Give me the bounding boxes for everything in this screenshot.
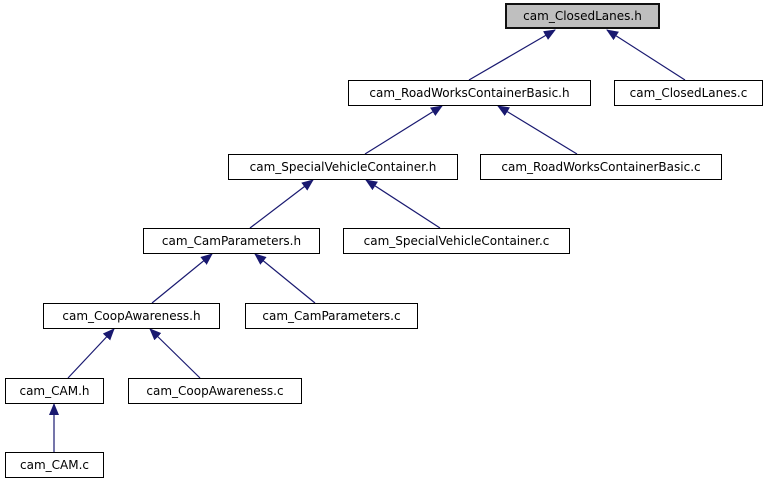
node-cam-specialvehiclecontainer-c[interactable]: cam_SpecialVehicleContainer.c: [343, 228, 570, 254]
node-cam-cam-h[interactable]: cam_CAM.h: [5, 378, 104, 404]
node-cam-coopawareness-c[interactable]: cam_CoopAwareness.c: [128, 378, 302, 404]
node-cam-roadworkscontainerbasic-h[interactable]: cam_RoadWorksContainerBasic.h: [348, 80, 591, 106]
node-cam-closedlanes-h[interactable]: cam_ClosedLanes.h: [505, 3, 660, 29]
edge-cam-coopawareness-c-to-cam-coopawareness-h: [149, 328, 201, 379]
edge-cam-roadworkscontainerbasic-h-to-cam-closedlanes-h: [468, 29, 556, 81]
edge-cam-specialvehiclecontainer-c-to-cam-specialvehiclecontainer-h: [365, 179, 441, 229]
edge-cam-specialvehiclecontainer-h-to-cam-roadworkscontainerbasic-h: [364, 105, 443, 155]
node-cam-coopawareness-h[interactable]: cam_CoopAwareness.h: [43, 303, 220, 329]
edge-cam-camparameters-h-to-cam-specialvehiclecontainer-h: [249, 179, 314, 229]
node-cam-camparameters-c[interactable]: cam_CamParameters.c: [245, 303, 418, 329]
node-cam-closedlanes-c[interactable]: cam_ClosedLanes.c: [614, 80, 763, 106]
edge-cam-coopawareness-h-to-cam-camparameters-h: [151, 253, 213, 304]
edge-cam-cam-h-to-cam-coopawareness-h: [67, 328, 115, 379]
edge-cam-closedlanes-c-to-cam-closedlanes-h: [606, 29, 686, 81]
node-cam-cam-c[interactable]: cam_CAM.c: [5, 452, 104, 478]
node-cam-specialvehiclecontainer-h[interactable]: cam_SpecialVehicleContainer.h: [228, 154, 458, 180]
edge-cam-roadworkscontainerbasic-c-to-cam-roadworkscontainerbasic-h: [497, 105, 578, 155]
node-cam-roadworkscontainerbasic-c[interactable]: cam_RoadWorksContainerBasic.c: [480, 154, 722, 180]
node-cam-camparameters-h[interactable]: cam_CamParameters.h: [143, 228, 320, 254]
edge-cam-camparameters-c-to-cam-camparameters-h: [254, 253, 316, 304]
